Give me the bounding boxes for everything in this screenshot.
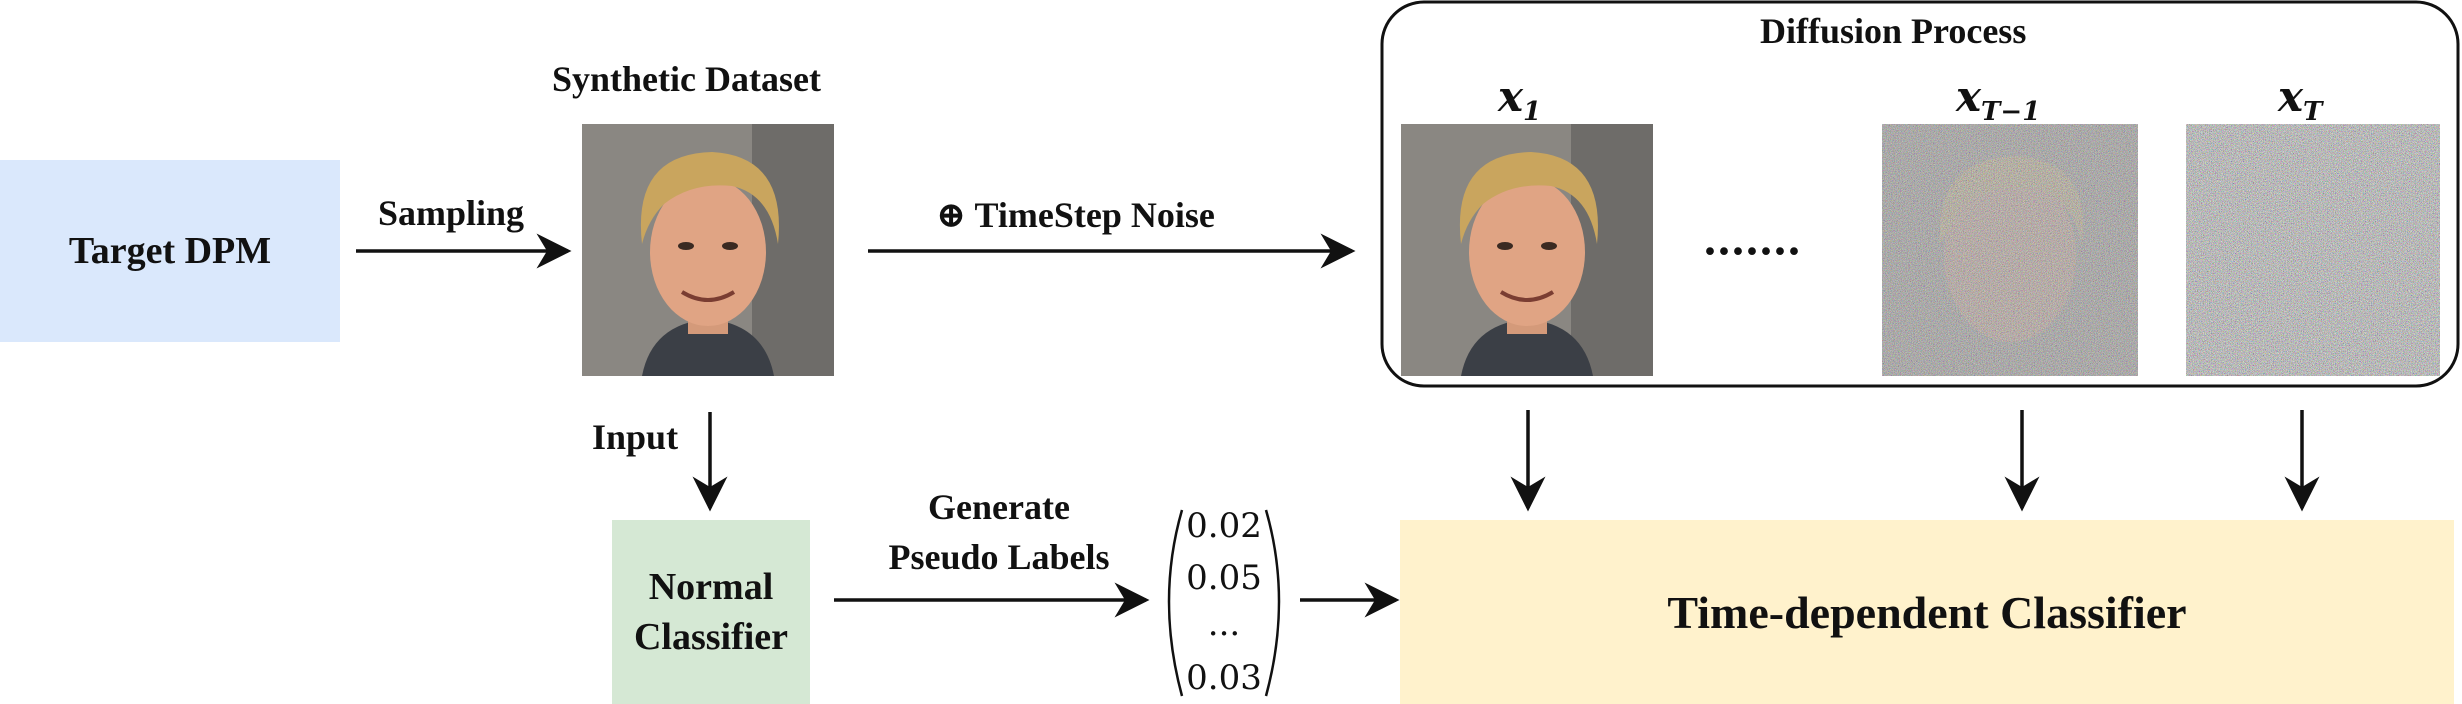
xt-minus-1-label: xT−1 [1956, 72, 2041, 128]
face-icon [582, 124, 834, 376]
xt-noise-image [2186, 124, 2440, 376]
normal-classifier-line1: Normal [648, 566, 774, 608]
pseudo-label-1: 0.05 [1186, 558, 1262, 598]
normal-classifier-box: Normal Classifier [612, 520, 810, 704]
target-dpm-label: Target DPM [68, 230, 272, 272]
sampling-label: Sampling [378, 193, 525, 233]
pseudo-label-2: ... [1207, 604, 1241, 644]
noise-icon [2186, 124, 2440, 376]
diffusion-process-container [1380, 0, 2460, 388]
synthetic-face-image [582, 124, 834, 376]
generate-label-line1: Generate [928, 487, 1070, 527]
xt-minus-1-noisy-image [1882, 124, 2138, 376]
xt-label: xT [2278, 72, 2323, 128]
generate-label-line2: Pseudo Labels [888, 537, 1110, 577]
pseudo-label-0: 0.02 [1186, 506, 1262, 546]
vector-right-bracket [1264, 509, 1281, 697]
pseudo-label-3: 0.03 [1186, 658, 1262, 698]
x1-face-image [1400, 124, 1654, 376]
face-icon [1401, 124, 1653, 376]
normal-classifier-line2: Classifier [633, 616, 789, 658]
noisy-face-icon [1882, 124, 2138, 376]
ellipsis-label: ······· [1702, 225, 1802, 278]
time-dependent-classifier-box: Time-dependent Classifier [1400, 520, 2454, 704]
timestep-noise-label: ⊕ TimeStep Noise [936, 195, 1215, 235]
target-dpm-box: Target DPM [0, 160, 340, 342]
time-dependent-classifier-label: Time-dependent Classifier [1667, 586, 2187, 638]
input-label: Input [592, 417, 679, 457]
vector-left-bracket [1167, 509, 1184, 697]
x1-label: x1 [1498, 72, 1542, 128]
diffusion-process-title: Diffusion Process [1760, 11, 2027, 51]
synthetic-dataset-label: Synthetic Dataset [552, 59, 821, 99]
